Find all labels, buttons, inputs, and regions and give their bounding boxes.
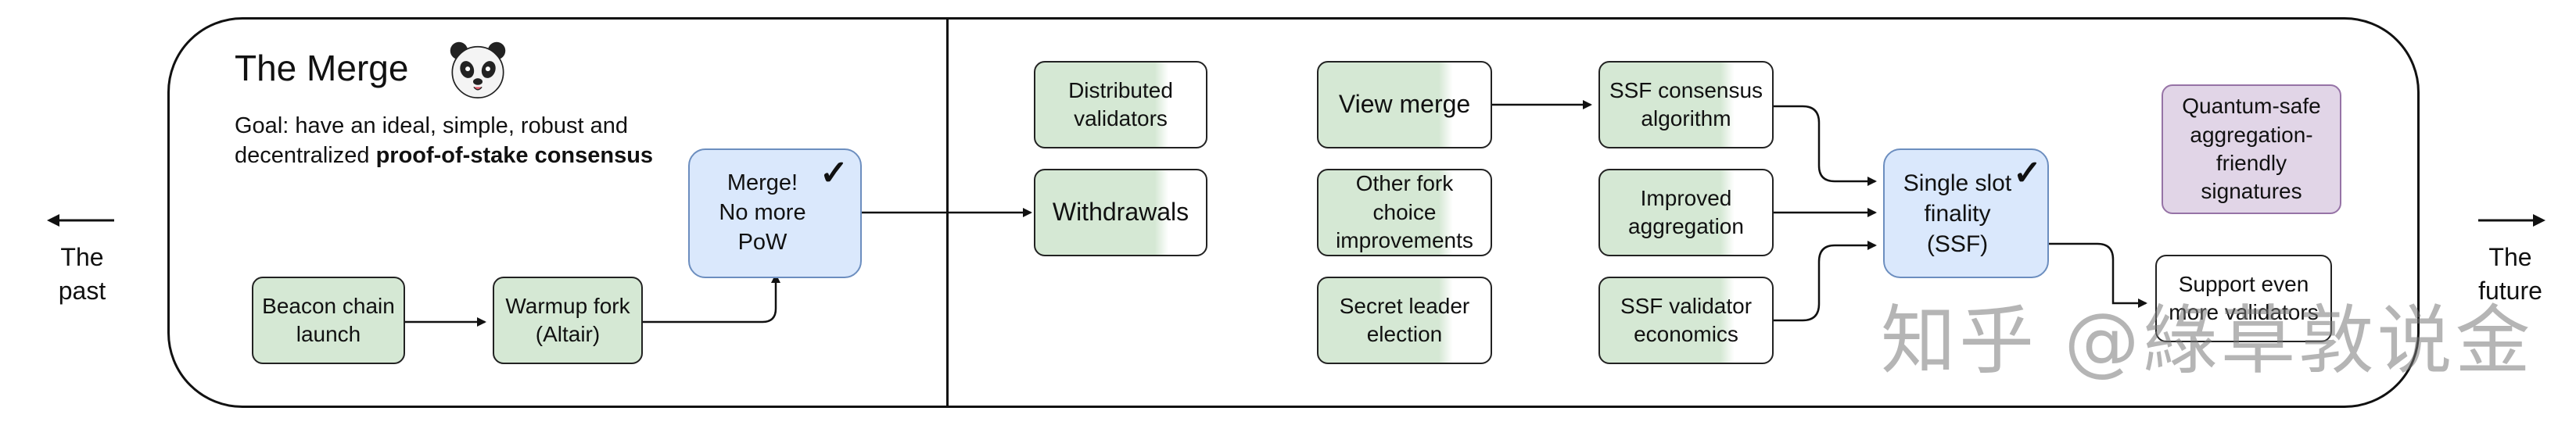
goal-prefix: Goal: have an ideal, simple, robust and … [235, 113, 628, 169]
past-text: The past [58, 243, 106, 306]
node-withdrawals: Withdrawals [1034, 169, 1207, 256]
node-support-more-validators: Support even more validators [2155, 255, 2332, 342]
node-merge: Merge! No more PoW [688, 148, 862, 278]
check-icon: ✓ [820, 154, 849, 192]
node-secret-leader-election: Secret leader election [1317, 277, 1492, 364]
arrow-right-icon [2463, 205, 2557, 233]
edge-ssfconsensus-ssf [1774, 105, 1877, 186]
edge-ssf-support [2049, 242, 2147, 308]
goal-bold: proof-of-stake consensus [375, 143, 654, 169]
panda-icon [450, 41, 506, 98]
goal-text: Goal: have an ideal, simple, robust and … [235, 111, 673, 171]
node-warmup-fork: Warmup fork (Altair) [493, 277, 643, 364]
past-label: The past [31, 205, 133, 308]
merge-text: Merge! No more PoW [719, 170, 806, 255]
future-text: The future [2478, 243, 2542, 306]
node-beacon-chain-launch: Beacon chain launch [252, 277, 405, 364]
node-ssf-consensus: SSF consensus algorithm [1598, 61, 1774, 148]
edge-warmup-merge [643, 273, 780, 324]
node-ssf-validator-economics: SSF validator economics [1598, 277, 1774, 364]
check-icon: ✓ [2013, 154, 2042, 192]
ssf-text: Single slot finality (SSF) [1903, 170, 2012, 257]
diagram-title: The Merge [235, 48, 409, 88]
edge-ssfvalidator-ssf [1774, 241, 1877, 322]
watermark-text: 知乎 @綠草敦说金 [1881, 297, 2534, 384]
future-label: The future [2463, 205, 2557, 308]
node-improved-aggregation: Improved aggregation [1598, 169, 1774, 256]
arrow-left-icon [31, 205, 133, 233]
merge-roadmap-frame [167, 17, 2420, 408]
node-view-merge: View merge [1317, 61, 1492, 148]
node-distributed-validators: Distributed validators [1034, 61, 1207, 148]
node-single-slot-finality: Single slot finality (SSF) [1883, 148, 2049, 278]
node-other-fork-choice: Other fork choice improvements [1317, 169, 1492, 256]
node-quantum-safe-signatures: Quantum-safe aggregation-friendly signat… [2162, 84, 2341, 214]
